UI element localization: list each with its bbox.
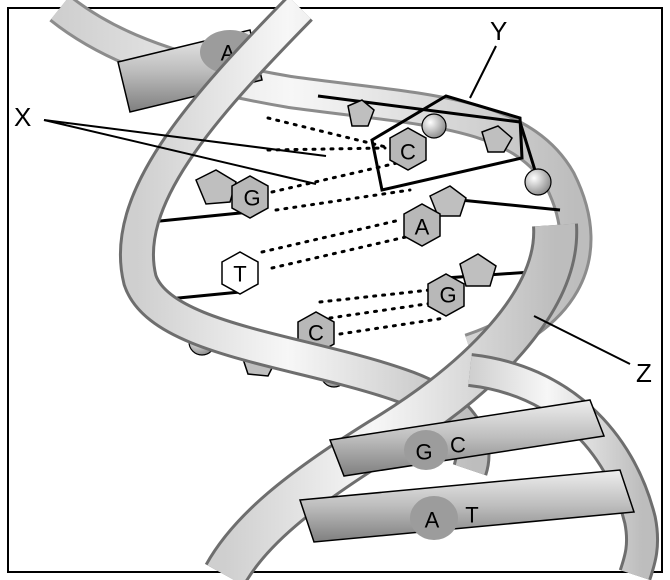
base-hexagon-t [221, 251, 259, 295]
nucleotide-outline-y [370, 94, 524, 192]
bottom-base-blob-1 [404, 430, 448, 470]
sugar-pentagon [481, 125, 513, 153]
phosphate-sphere [421, 113, 447, 139]
bottom-rung-2 [298, 469, 636, 543]
base-hexagon-a [403, 203, 441, 247]
sugar-pentagon [195, 169, 237, 205]
bottom-base-t-label: T [465, 503, 478, 528]
base-hexagon-c-top [389, 127, 427, 171]
base-g-lower-label: G [439, 283, 456, 308]
base-c-lower-label: C [308, 321, 324, 346]
callout-y-line [469, 45, 497, 99]
bottom-base-blob-2 [410, 496, 458, 540]
callout-z-line [533, 315, 631, 365]
frame-border [7, 7, 663, 573]
base-t-label: T [233, 262, 246, 287]
callout-x-line-2 [43, 119, 317, 185]
phosphate-sphere [524, 168, 552, 196]
callout-x-label: X [14, 102, 31, 132]
callout-x-line-1 [43, 119, 327, 157]
bottom-rung-1 [328, 399, 606, 477]
base-hexagons [221, 127, 465, 355]
bottom-base-g-label: G [415, 440, 432, 465]
callout-y-label: Y [490, 16, 507, 46]
base-g-label: G [243, 186, 260, 211]
sugar-pentagon [459, 253, 497, 287]
sugar-pentagon [347, 99, 375, 127]
base-hexagon-g-lower [427, 273, 465, 317]
callout-z-label: Z [636, 358, 652, 388]
base-a-label: A [415, 215, 430, 240]
bottom-base-c-label: C [450, 433, 466, 458]
bottom-base-a-label: A [425, 508, 440, 533]
lower-strand [468, 356, 657, 580]
base-c-top-label: C [400, 140, 416, 165]
base-hexagon-g [231, 175, 269, 219]
hydrogen-bonds [260, 116, 447, 336]
